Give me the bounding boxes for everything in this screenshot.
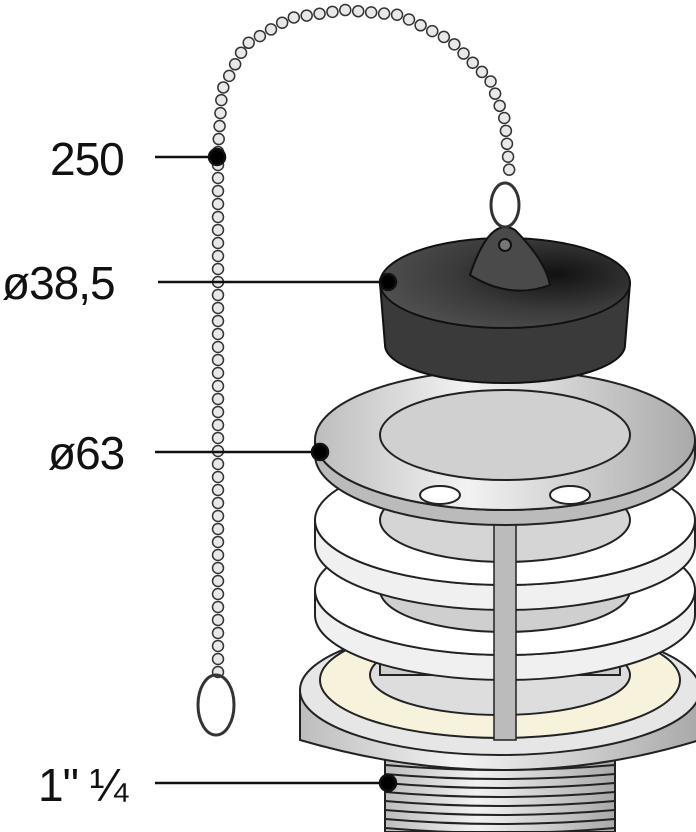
chain-bead: [211, 613, 225, 627]
chain-bead: [228, 58, 242, 71]
chain-bead: [475, 65, 489, 79]
chain-bead: [211, 379, 225, 393]
chain-bead: [215, 93, 228, 107]
thread-line: [384, 773, 616, 780]
stopper-ring: [489, 181, 521, 229]
chain-bead: [326, 5, 339, 19]
chain-bead: [211, 639, 225, 653]
chain-bead: [211, 392, 225, 406]
chain-bead: [211, 496, 225, 510]
thread-line: [384, 827, 616, 832]
chain-bead: [211, 353, 225, 367]
chain-bead: [414, 19, 427, 32]
chain-bead: [211, 314, 225, 328]
thread-line: [384, 782, 616, 789]
chain-bead: [217, 81, 230, 94]
chain-bead: [211, 288, 225, 302]
flange-diameter-label: ø63: [48, 427, 125, 479]
chain-bead: [502, 163, 516, 176]
chain-bead: [211, 587, 225, 601]
flange: [314, 369, 696, 526]
chain-bead: [211, 561, 225, 575]
thread-line: [384, 809, 616, 816]
chain-bead: [211, 223, 225, 237]
chain-bead: [264, 23, 278, 36]
chain-bead: [211, 262, 225, 276]
chain-bead: [211, 457, 225, 471]
chain-bead: [211, 483, 225, 497]
thread-line: [384, 791, 616, 798]
chain-bead: [211, 249, 225, 263]
chain-bead: [364, 6, 378, 19]
chain-bead: [402, 13, 416, 26]
chain-bead: [222, 69, 236, 83]
chain-bead: [211, 340, 225, 354]
chain-bead: [211, 470, 225, 484]
thread-line: [384, 800, 616, 807]
chain-bead: [211, 236, 225, 250]
chain-bead: [253, 29, 267, 43]
chain-bead: [211, 431, 225, 445]
chain-bead: [211, 509, 225, 523]
chain-bead: [211, 366, 225, 380]
rubber-stopper: [378, 226, 632, 384]
bead-chain: [211, 3, 516, 679]
chain-bead: [211, 574, 225, 588]
chain-bead: [351, 4, 365, 18]
chain-bead: [211, 626, 225, 640]
chain-bead: [242, 36, 255, 50]
chain-bead: [377, 7, 391, 20]
chain-bead: [437, 30, 451, 44]
chain-bead: [448, 38, 461, 51]
chain-bead: [499, 124, 513, 138]
chain-bead: [211, 522, 225, 536]
chain-bead: [211, 418, 225, 432]
stopper-diameter-label: ø38,5: [2, 257, 116, 309]
chain-bead: [457, 47, 470, 60]
chain-ring: [196, 673, 236, 737]
chain-bead: [211, 210, 225, 224]
chain-bead: [234, 46, 248, 59]
chain-bead: [214, 106, 227, 120]
chain-bead: [390, 8, 404, 21]
chain-bead: [211, 184, 225, 198]
chain-bead: [211, 600, 225, 614]
chain-bead: [425, 24, 439, 38]
chain-bead: [211, 652, 225, 666]
chain-bead: [488, 87, 502, 100]
thread-size-label: 1" ¼: [38, 759, 128, 811]
chain-bead: [497, 111, 511, 125]
chain-bead: [211, 405, 225, 419]
chain-bead: [300, 9, 313, 22]
chain-bead: [212, 132, 225, 146]
thread-line: [384, 818, 616, 825]
chain-bead: [313, 7, 326, 20]
chain-bead: [211, 535, 225, 549]
chain-length-label: 250: [50, 133, 125, 185]
chain-bead: [501, 150, 515, 163]
chain-bead: [500, 137, 514, 151]
chain-bead: [493, 99, 506, 113]
leader-lines: [155, 147, 398, 793]
chain-bead: [275, 16, 289, 29]
chain-bead: [466, 56, 479, 69]
chain-bead: [211, 327, 225, 341]
chain-bead: [339, 3, 352, 17]
chain-bead: [211, 171, 225, 185]
chain-bead: [211, 301, 225, 315]
chain-bead: [211, 548, 225, 562]
chain-bead: [484, 75, 497, 88]
chain-bead: [213, 119, 226, 133]
chain-bead: [287, 11, 301, 24]
chain-bead: [211, 197, 225, 211]
